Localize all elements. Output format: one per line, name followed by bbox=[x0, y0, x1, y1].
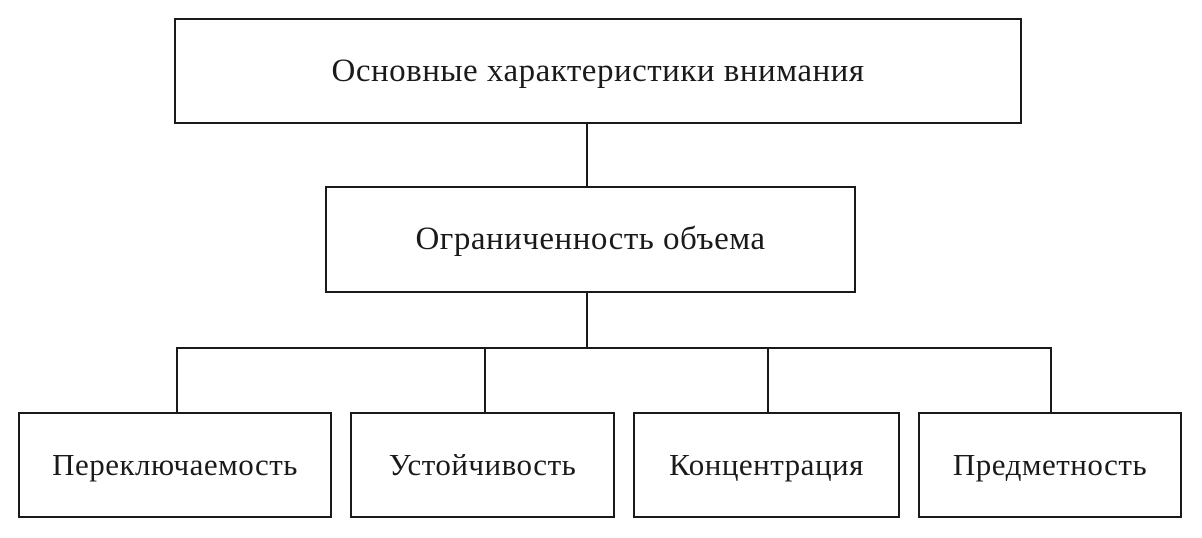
connector-to-leaf-1 bbox=[484, 347, 486, 412]
root-node: Основные характеристики внимания bbox=[174, 18, 1022, 124]
connector-bus bbox=[176, 347, 1052, 349]
connector-middle-to-bus bbox=[586, 293, 588, 349]
connector-to-leaf-0 bbox=[176, 347, 178, 412]
root-node-label: Основные характеристики внимания bbox=[331, 52, 865, 89]
leaf-node-label: Устойчивость bbox=[388, 447, 577, 482]
middle-node: Ограниченность объема bbox=[325, 186, 856, 293]
leaf-node-label: Предметность bbox=[952, 447, 1148, 482]
leaf-node-switchability: Переключаемость bbox=[18, 412, 332, 518]
leaf-node-concentration: Концентрация bbox=[633, 412, 900, 518]
leaf-node-stability: Устойчивость bbox=[350, 412, 615, 518]
connector-to-leaf-3 bbox=[1050, 347, 1052, 412]
connector-root-to-middle bbox=[586, 124, 588, 186]
connector-to-leaf-2 bbox=[767, 347, 769, 412]
leaf-node-label: Концентрация bbox=[669, 447, 864, 482]
leaf-node-label: Переключаемость bbox=[52, 447, 298, 482]
middle-node-label: Ограниченность объема bbox=[415, 221, 766, 257]
leaf-node-objectivity: Предметность bbox=[918, 412, 1182, 518]
